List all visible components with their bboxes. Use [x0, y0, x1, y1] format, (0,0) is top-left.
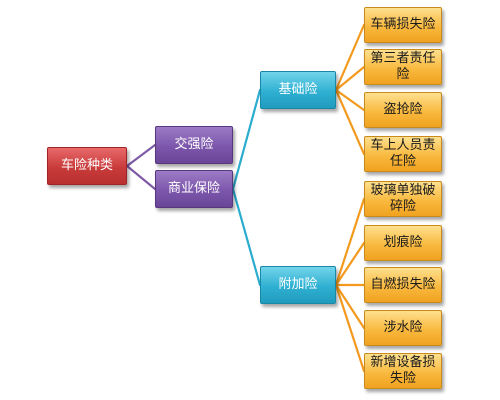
- link-basic-leaf-1: [334, 23, 366, 92]
- leaf-label: 新增设备损失险: [370, 355, 436, 386]
- leaf-label: 玻璃单独破碎险: [370, 183, 436, 214]
- link-additional-leaf-4: [334, 283, 366, 330]
- leaf-label: 第三者责任险: [370, 51, 436, 82]
- link-additional-leaf-1: [334, 197, 366, 287]
- root-node-label: 车险种类: [60, 158, 113, 173]
- node-label: 交强险: [174, 137, 214, 152]
- leaf-scratch: 划痕险: [364, 225, 442, 261]
- leaf-spontaneous-combustion: 自燃损失险: [364, 267, 442, 303]
- node-label: 商业保险: [167, 181, 220, 196]
- leaf-vehicle-damage: 车辆损失险: [364, 7, 442, 43]
- leaf-label: 划痕险: [383, 235, 423, 250]
- leaf-label: 涉水险: [383, 320, 423, 335]
- leaf-label: 车上人员责任险: [370, 138, 436, 169]
- leaf-added-equipment-damage: 新增设备损失险: [364, 353, 442, 389]
- link-additional-leaf-2: [334, 241, 366, 287]
- root-node-car-insurance-types: 车险种类: [47, 147, 127, 185]
- node-label: 附加险: [278, 277, 318, 292]
- link-basic-leaf-3: [334, 88, 366, 112]
- leaf-label: 盗抢险: [383, 102, 423, 117]
- leaf-passenger-liability: 车上人员责任险: [364, 136, 442, 172]
- link-basic-leaf-4: [334, 88, 366, 156]
- link-additional-leaf-5: [334, 283, 366, 373]
- leaf-third-party-liability: 第三者责任险: [364, 49, 442, 85]
- leaf-label: 自燃损失险: [370, 277, 436, 292]
- node-basic-insurance: 基础险: [260, 71, 336, 109]
- link-commercial-additional: [231, 187, 262, 287]
- node-additional-insurance: 附加险: [260, 266, 336, 304]
- node-label: 基础险: [278, 82, 318, 97]
- node-commercial-insurance: 商业保险: [155, 170, 233, 208]
- link-root-compulsory: [125, 143, 157, 168]
- leaf-label: 车辆损失险: [370, 17, 436, 32]
- leaf-theft: 盗抢险: [364, 92, 442, 128]
- link-commercial-basic: [231, 88, 262, 191]
- node-compulsory-insurance: 交强险: [155, 126, 233, 164]
- link-basic-leaf-2: [334, 65, 366, 92]
- leaf-wading: 涉水险: [364, 310, 442, 346]
- leaf-glass-breakage: 玻璃单独破碎险: [364, 181, 442, 217]
- link-root-commercial: [125, 164, 157, 191]
